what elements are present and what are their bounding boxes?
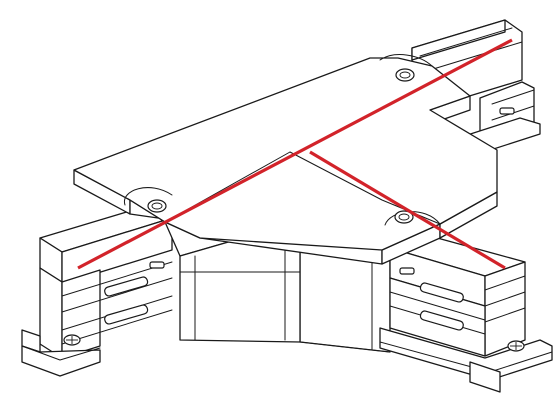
conductor-marking-main — [77, 38, 513, 270]
screw-hole-top — [395, 68, 415, 82]
screw-hole-right — [394, 210, 414, 224]
conductor-marking-branch — [309, 150, 506, 270]
end-cap-screw-left — [63, 334, 81, 346]
screw-hole-left — [147, 199, 167, 213]
end-cap-screw-right — [507, 340, 525, 352]
right-rail — [379, 235, 553, 393]
